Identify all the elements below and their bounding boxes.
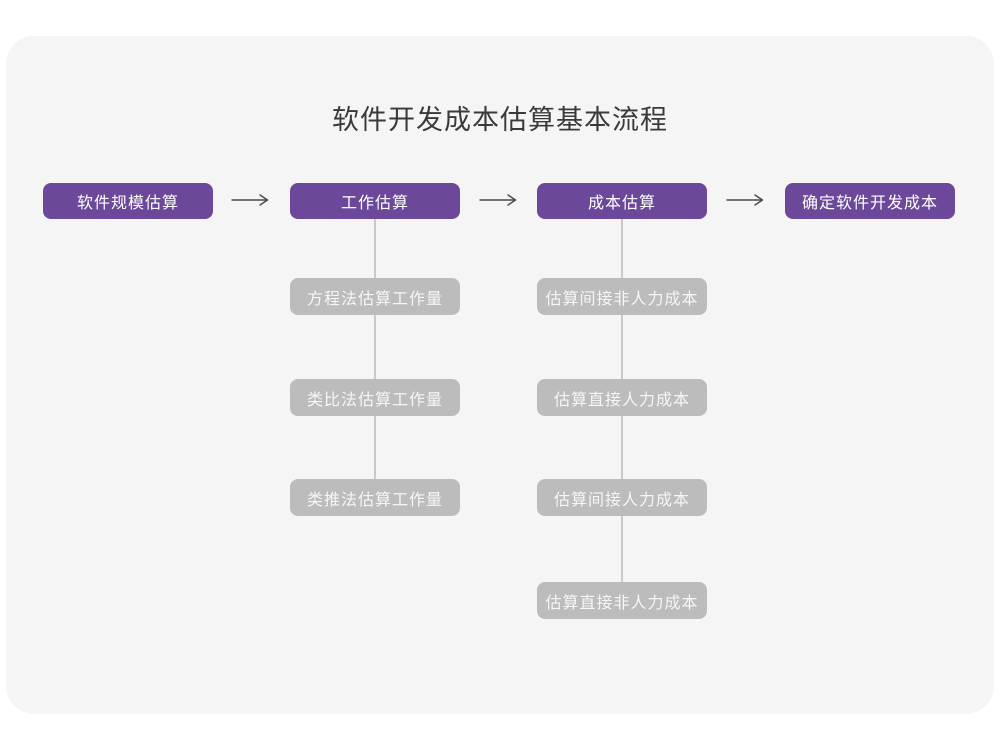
substep-node-extrapolation-method: 类推法估算工作量 xyxy=(290,479,460,516)
stage-label: 确定软件开发成本 xyxy=(801,195,938,212)
substep-label: 估算直接人力成本 xyxy=(553,391,690,409)
stage-node-cost-estimation: 成本估算 xyxy=(537,183,707,219)
diagram-card: 软件开发成本估算基本流程 软件规模估算 工作估算 成本估算 确定软件开发成本 方… xyxy=(6,36,994,714)
substep-label: 估算间接人力成本 xyxy=(553,491,690,509)
right-arrow-icon xyxy=(726,193,764,207)
right-arrow-icon xyxy=(231,193,269,207)
substep-node-indirect-nonlabor-cost: 估算间接非人力成本 xyxy=(537,278,707,315)
substep-label: 类推法估算工作量 xyxy=(306,491,443,509)
stage-label: 软件规模估算 xyxy=(76,195,179,212)
diagram-title: 软件开发成本估算基本流程 xyxy=(332,105,668,135)
substep-node-direct-labor-cost: 估算直接人力成本 xyxy=(537,379,707,416)
substep-label: 类比法估算工作量 xyxy=(306,391,443,409)
stage-label: 工作估算 xyxy=(340,195,409,212)
substep-node-equation-method: 方程法估算工作量 xyxy=(290,278,460,315)
substep-label: 估算直接非人力成本 xyxy=(545,594,699,612)
substep-node-direct-nonlabor-cost: 估算直接非人力成本 xyxy=(537,582,707,619)
substep-node-indirect-labor-cost: 估算间接人力成本 xyxy=(537,479,707,516)
stage-node-software-scale-estimation: 软件规模估算 xyxy=(43,183,213,219)
connector-line-work-estimation xyxy=(374,218,376,498)
right-arrow-icon xyxy=(479,193,517,207)
stage-node-determine-software-dev-cost: 确定软件开发成本 xyxy=(785,183,955,219)
stage-node-work-estimation: 工作估算 xyxy=(290,183,460,219)
stage-label: 成本估算 xyxy=(587,195,656,212)
substep-label: 估算间接非人力成本 xyxy=(545,290,699,308)
substep-node-analogy-method: 类比法估算工作量 xyxy=(290,379,460,416)
substep-label: 方程法估算工作量 xyxy=(306,290,443,308)
